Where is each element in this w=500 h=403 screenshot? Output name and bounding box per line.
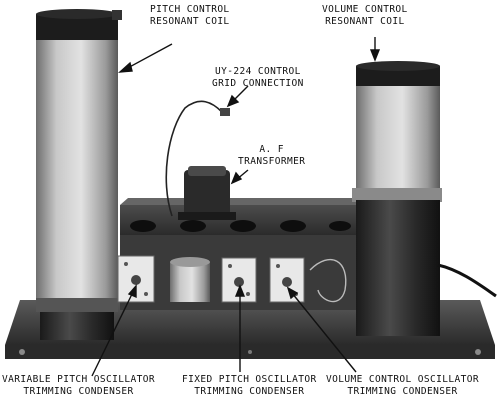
power-cord — [437, 263, 497, 298]
label-volume-oscillator-condenser: VOLUME CONTROL OSCILLATOR TRIMMING CONDE… — [326, 374, 479, 397]
af-transformer-part — [178, 166, 236, 220]
label-af-transformer: A. F TRANSFORMER — [238, 144, 306, 167]
label-volume-coil: VOLUME CONTROL RESONANT COIL — [322, 4, 408, 27]
right-wiring — [309, 259, 347, 303]
pitch-coil-part — [36, 9, 122, 340]
leader-arrows — [91, 37, 381, 377]
label-variable-pitch-condenser: VARIABLE PITCH OSCILLATOR TRIMMING CONDE… — [2, 374, 155, 397]
inner-coil — [170, 257, 210, 302]
grid-clip — [220, 108, 230, 116]
volume-coil-part — [352, 61, 442, 336]
label-grid-connection: UY-224 CONTROL GRID CONNECTION — [212, 66, 304, 89]
condenser-volume — [269, 257, 305, 303]
grid-wire — [165, 100, 223, 217]
label-pitch-coil: PITCH CONTROL RESONANT COIL — [150, 4, 230, 27]
label-fixed-pitch-condenser: FIXED PITCH OSCILLATOR TRIMMING CONDENSE… — [182, 374, 317, 397]
